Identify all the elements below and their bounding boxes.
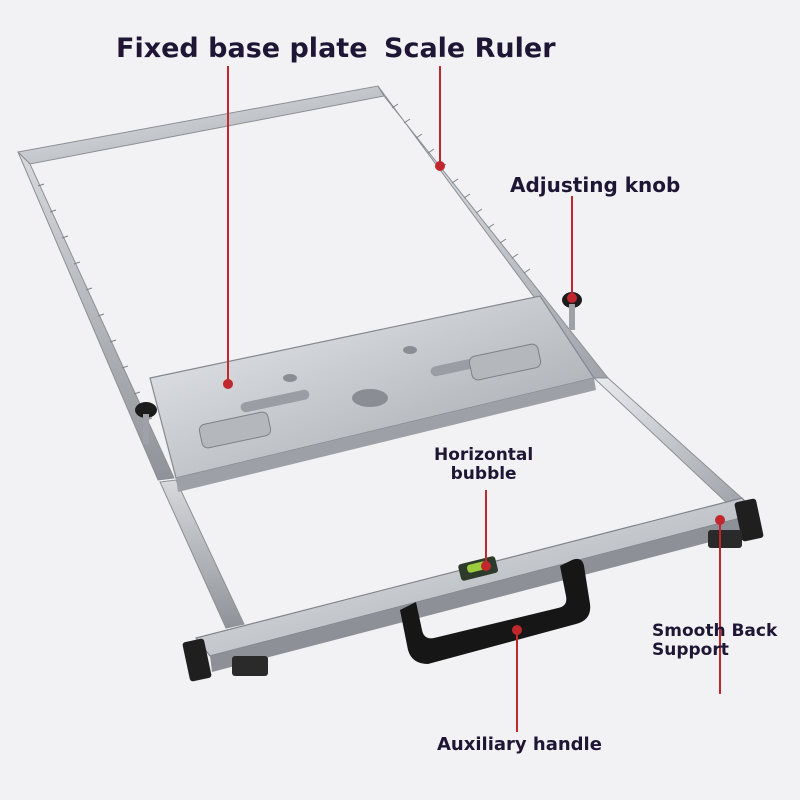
saw-guide-frame [16, 85, 746, 629]
callout-lines [223, 66, 725, 732]
scale-ruler-label: Scale Ruler [384, 33, 556, 64]
horizontal-bubble-label-line-1: Horizontal [434, 445, 534, 465]
auxiliary-handle-label: Auxiliary handle [437, 734, 602, 755]
smooth-back-support-label-line-2: Support [652, 639, 729, 660]
fixed-base-plate-label: Fixed base plate [116, 33, 368, 64]
horizontal-bubble-label: Horizontal bubble [434, 446, 533, 483]
smooth-back-support-label-line-1: Smooth Back [652, 621, 778, 641]
smooth-back-support-label: Smooth Back Support [652, 622, 777, 659]
base-plate [149, 295, 596, 492]
adjusting-knob-label: Adjusting knob [510, 173, 681, 197]
auxiliary-handle-icon [400, 558, 591, 664]
horizontal-bubble-label-line-2: bubble [450, 463, 517, 484]
